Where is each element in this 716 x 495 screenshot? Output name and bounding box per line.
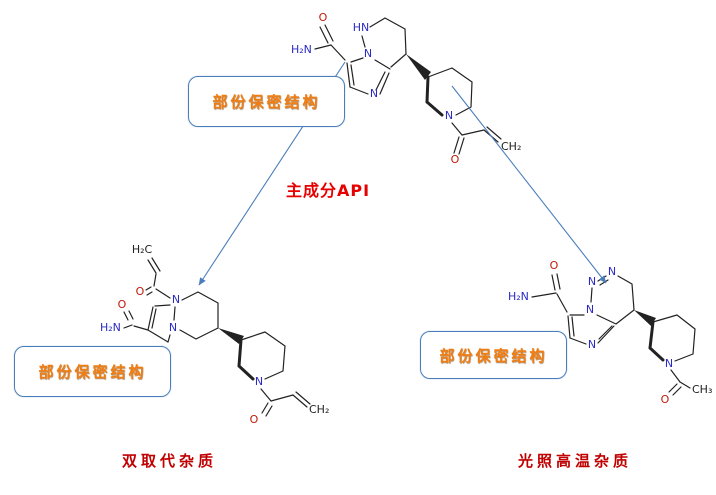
callout-confidential-right: 部份保密结构 [420, 331, 567, 379]
left-impurity-label: 双取代杂质 [122, 452, 218, 470]
atom-label-ch2: CH₂ [501, 140, 521, 153]
atom-label-amine: H₂N [291, 43, 312, 56]
atom-label-nitrogen: N [588, 338, 596, 351]
atom-label-nitrogen: N [364, 47, 372, 60]
atom-label-nitrogen: N [255, 375, 263, 388]
atom-label-nitrogen: N [172, 293, 180, 306]
atom-label-hn: HN [353, 21, 370, 34]
atom-label-nitrogen: N [370, 87, 378, 100]
callout-label: 部份保密结构 [38, 363, 147, 381]
callout-confidential-left: 部份保密结构 [14, 346, 171, 397]
atom-label-nitrogen: N [586, 303, 594, 316]
wedge-bond [634, 310, 656, 326]
right-bond-skeleton [531, 273, 696, 396]
atom-label-amine: H₂N [100, 321, 121, 334]
atom-label-oxygen: O [451, 153, 460, 166]
atom-label-amine: H₂N [508, 290, 529, 303]
atom-label-ch2: CH₂ [309, 403, 329, 416]
atom-label-ch3: CH₃ [692, 383, 712, 396]
wedge-bond [406, 54, 431, 80]
left-bond-skeleton [123, 257, 311, 417]
atom-label-oxygen: O [319, 11, 328, 24]
atom-label-nitrogen: N [445, 109, 453, 122]
atom-label-oxygen: O [250, 413, 259, 426]
main-api-label: 主成分API [286, 181, 371, 200]
atom-label-nitrogen: N [588, 275, 596, 288]
atom-label-oxygen: O [550, 259, 559, 272]
callout-confidential-top: 部份保密结构 [188, 76, 345, 127]
atom-label-oxygen: O [661, 393, 670, 406]
atom-label-oxygen: O [118, 298, 127, 311]
atom-label-nitrogen: N [608, 265, 616, 278]
left-impurity-structure: H₂C O O H₂N N N N O CH₂ [100, 243, 329, 426]
atom-label-nitrogen: N [169, 321, 177, 334]
atom-label-oxygen: O [136, 285, 145, 298]
callout-label: 部份保密结构 [439, 346, 548, 365]
callout-label: 部份保密结构 [212, 93, 321, 111]
atom-label-h2c: H₂C [132, 243, 153, 256]
atom-label-nitrogen: N [665, 357, 673, 370]
right-impurity-label: 光照高温杂质 [518, 452, 633, 470]
wedge-bond [218, 328, 244, 344]
